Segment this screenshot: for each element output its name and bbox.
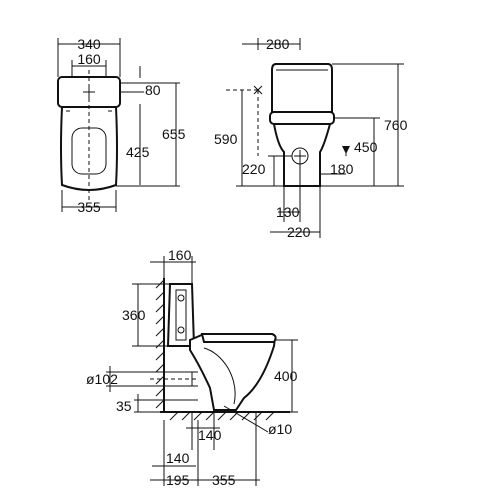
tank-install-outline <box>166 283 196 347</box>
flush-valve <box>175 289 187 341</box>
wall-hatch <box>155 279 165 409</box>
dim-side-base-inner: 130 <box>276 204 300 220</box>
bowl-install-outline <box>189 333 276 411</box>
dim-install-base-gap: 140 <box>198 427 222 443</box>
top-view: 340 160 80 425 655 355 <box>57 36 186 215</box>
dim-top-depth-total: 655 <box>162 126 186 142</box>
dim-install-tank-offset: 160 <box>168 247 192 263</box>
tank-side-outline <box>271 63 333 113</box>
install-view: 160 360 400 ø102 35 140 ø10 140 <box>86 247 298 488</box>
side-view: 280 760 590 450 220 180 130 220 <box>214 36 408 240</box>
dim-top-depth-inlet: 80 <box>145 82 161 98</box>
dim-install-bowl-height: 400 <box>274 368 298 384</box>
dim-install-pipe-to-front: 355 <box>212 472 236 488</box>
dim-side-height-seat: 450 <box>354 139 378 155</box>
dim-install-wall-to-pipe: 195 <box>166 472 190 488</box>
seat-install <box>200 333 277 343</box>
dim-install-pipe-height: 35 <box>116 398 132 414</box>
dim-top-width-outer: 340 <box>77 36 101 52</box>
dim-side-height-inlet: 590 <box>214 131 238 147</box>
dim-side-outlet-depth: 180 <box>330 161 354 177</box>
dim-install-tank-height: 360 <box>122 307 146 323</box>
dim-install-wall-to-fix: 140 <box>166 450 190 466</box>
dim-side-base-outer: 220 <box>287 224 311 240</box>
trap-path <box>203 347 236 405</box>
dim-side-height-total: 760 <box>384 117 408 133</box>
floor-hatch <box>169 411 275 421</box>
dim-install-pipe-diameter: ø102 <box>86 371 118 387</box>
dim-top-width-bowl: 355 <box>77 199 101 215</box>
dim-top-width-inner: 160 <box>77 51 101 67</box>
bowl-side-outline <box>272 123 332 187</box>
dim-top-depth-seat: 425 <box>126 144 150 160</box>
dim-install-fix-diameter: ø10 <box>268 421 292 437</box>
dim-side-offset-top: 280 <box>266 36 290 52</box>
dim-side-height-outlet: 220 <box>242 161 266 177</box>
seat-side <box>269 111 335 125</box>
